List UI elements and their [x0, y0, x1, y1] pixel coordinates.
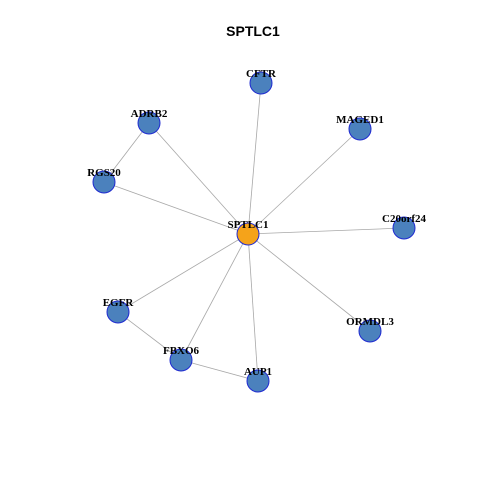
edge-sptlc1-c20orf24 — [247, 227, 405, 235]
edge-sptlc1-egfr — [117, 233, 249, 313]
node-sptlc1: SPTLC1 — [228, 219, 269, 246]
node-aup1: AUP1 — [244, 366, 272, 393]
node-label-ormdl3: ORMDL3 — [346, 316, 394, 328]
edge-fbxo6-aup1 — [180, 359, 259, 382]
edge-sptlc1-fbxo6 — [180, 233, 249, 361]
node-circle-rgs20 — [92, 170, 116, 194]
edge-sptlc1-rgs20 — [103, 181, 249, 235]
node-label-adrb2: ADRB2 — [131, 108, 168, 120]
edge-adrb2-rgs20 — [103, 122, 150, 183]
node-egfr: EGFR — [103, 297, 135, 324]
node-circle-ormdl3 — [358, 319, 382, 343]
node-label-cftr: CFTR — [246, 68, 277, 80]
node-circle-adrb2 — [137, 111, 161, 135]
edge-sptlc1-adrb2 — [148, 122, 249, 235]
node-label-fbxo6: FBXO6 — [163, 345, 200, 357]
node-label-rgs20: RGS20 — [87, 167, 121, 179]
node-adrb2: ADRB2 — [131, 108, 168, 135]
edge-layer — [103, 82, 405, 382]
node-circle-aup1 — [246, 369, 270, 393]
node-circle-sptlc1 — [236, 222, 260, 246]
edge-sptlc1-maged1 — [247, 128, 361, 235]
edge-sptlc1-aup1 — [247, 233, 259, 382]
diagram-title: SPTLC1 — [226, 23, 280, 39]
node-label-aup1: AUP1 — [244, 366, 272, 378]
node-label-egfr: EGFR — [103, 297, 135, 309]
node-circle-c20orf24 — [392, 216, 416, 240]
node-rgs20: RGS20 — [87, 167, 121, 194]
node-circle-cftr — [249, 71, 273, 95]
node-circle-egfr — [106, 300, 130, 324]
node-label-sptlc1: SPTLC1 — [228, 219, 269, 231]
node-maged1: MAGED1 — [336, 114, 384, 141]
node-cftr: CFTR — [246, 68, 277, 95]
node-label-c20orf24: C20orf24 — [382, 213, 426, 225]
node-circle-maged1 — [348, 117, 372, 141]
node-ormdl3: ORMDL3 — [346, 316, 394, 343]
node-c20orf24: C20orf24 — [382, 213, 426, 240]
node-circle-fbxo6 — [169, 348, 193, 372]
node-label-maged1: MAGED1 — [336, 114, 384, 126]
node-fbxo6: FBXO6 — [163, 345, 200, 372]
edge-sptlc1-cftr — [247, 82, 262, 235]
edge-egfr-fbxo6 — [117, 311, 182, 361]
edge-sptlc1-ormdl3 — [247, 233, 371, 332]
